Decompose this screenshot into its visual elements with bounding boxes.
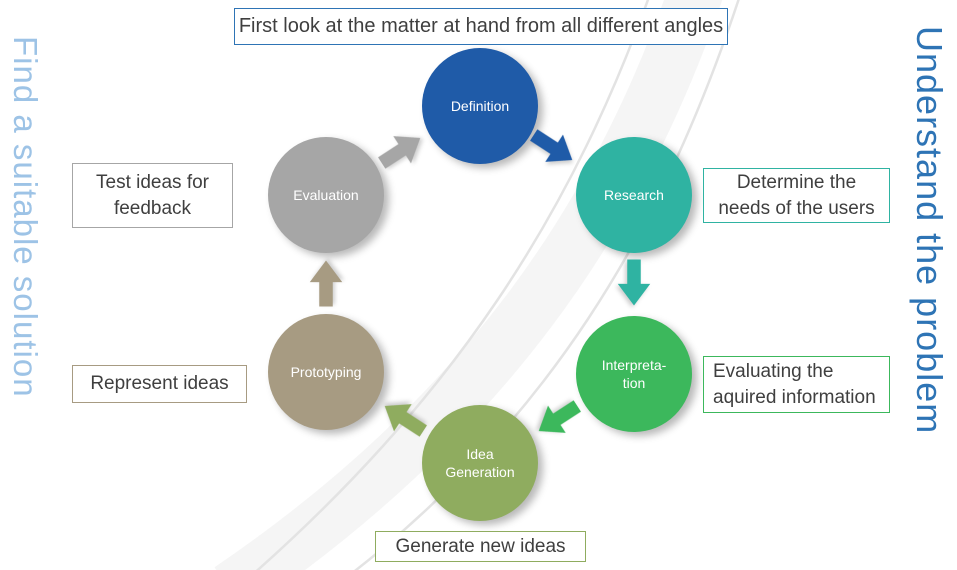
step-label-idea-generation: Idea Generation	[445, 445, 515, 480]
step-label-interpretation: Interpreta- tion	[601, 356, 667, 391]
note-test-ideas: Test ideas for feedback	[72, 163, 233, 228]
swoosh-line-right	[354, 0, 740, 570]
note-evaluating-information-text: Evaluating the aquired information	[713, 360, 876, 408]
step-label-research: Research	[604, 186, 664, 203]
note-first-look-text: First look at the matter at hand from al…	[238, 15, 724, 37]
arrow-definition-to-research-icon	[530, 129, 573, 162]
side-label-find-solution: Find a suitable solution	[7, 36, 44, 398]
step-circle-idea-generation: Idea Generation	[422, 405, 538, 521]
note-represent-ideas: Represent ideas	[72, 365, 247, 403]
arrow-shape	[530, 129, 573, 162]
side-label-understand-problem: Understand the problem	[909, 26, 950, 435]
step-circle-research: Research	[576, 137, 692, 253]
step-circle-interpretation: Interpreta- tion	[576, 316, 692, 432]
arrow-prototyping-to-evaluation-icon	[309, 260, 343, 307]
arrow-shape	[538, 400, 581, 433]
arrow-idea-generation-to-prototyping-icon	[384, 404, 427, 437]
note-generate-new-ideas-text: Generate new ideas	[395, 535, 566, 557]
arrow-evaluation-to-definition-icon	[378, 136, 421, 169]
arrow-interpretation-to-idea-generation-icon	[538, 400, 581, 433]
arrow-shape	[384, 404, 427, 437]
note-test-ideas-text: Test ideas for feedback	[96, 171, 209, 219]
note-determine-needs-text: Determine the needs of the users	[718, 171, 875, 219]
note-generate-new-ideas: Generate new ideas	[375, 531, 586, 562]
step-label-definition: Definition	[450, 97, 510, 114]
arrow-research-to-interpretation-icon	[617, 259, 651, 306]
step-circle-prototyping: Prototyping	[268, 314, 384, 430]
arrow-shape	[378, 136, 421, 169]
step-circle-definition: Definition	[422, 48, 538, 164]
step-label-evaluation: Evaluation	[293, 186, 359, 203]
note-represent-ideas-text: Represent ideas	[90, 373, 229, 395]
note-evaluating-information: Evaluating the aquired information	[703, 356, 890, 413]
note-determine-needs: Determine the needs of the users	[703, 168, 890, 223]
step-circle-evaluation: Evaluation	[268, 137, 384, 253]
step-label-prototyping: Prototyping	[290, 363, 362, 380]
arrow-shape	[617, 259, 651, 306]
arrow-shape	[309, 260, 343, 307]
note-first-look: First look at the matter at hand from al…	[234, 8, 728, 45]
